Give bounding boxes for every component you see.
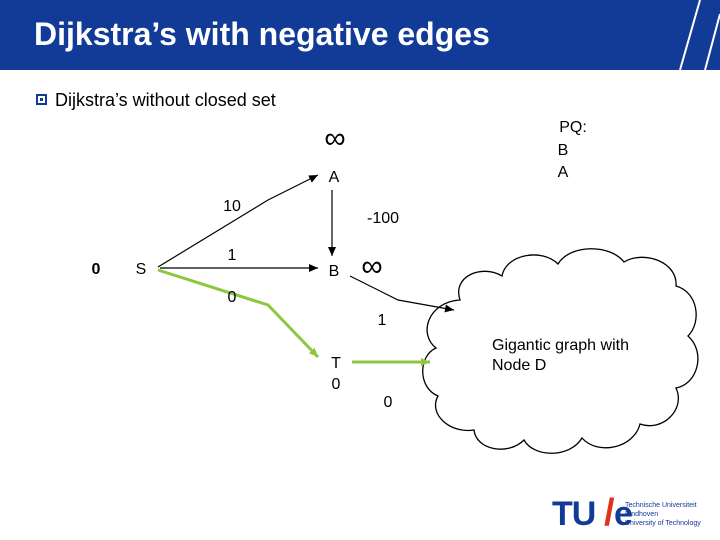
pq-item: A	[558, 164, 569, 181]
node-b-distance: ∞	[361, 250, 382, 283]
logo-slash: /	[604, 492, 615, 534]
bullet-text: Dijkstra’s without closed set	[55, 90, 276, 110]
node-s-label: S	[136, 261, 147, 278]
edge-s-b-weight: 1	[228, 247, 237, 264]
title-bar: Dijkstra’s with negative edges	[0, 0, 720, 70]
edge-s-a-weight: 10	[223, 198, 241, 215]
edge-b-d-weight: 1	[378, 312, 387, 329]
logo-tu: TU	[552, 495, 596, 533]
edge-s-t	[157, 268, 320, 359]
cloud-text-line1: Gigantic graph with	[492, 337, 629, 354]
pq-heading: PQ:	[559, 119, 587, 136]
bullet-item: Dijkstra’s without closed set	[36, 90, 276, 111]
slide-title: Dijkstra’s with negative edges	[34, 16, 490, 52]
node-t-distance: 0	[332, 376, 341, 393]
logo-text-line1: Technische Universiteit	[625, 502, 697, 509]
edge-a-b-weight: -100	[367, 210, 399, 227]
node-b-label: B	[329, 263, 340, 280]
node-s-distance: 0	[92, 261, 101, 278]
edge-s-a	[157, 174, 319, 268]
tue-logo: TU / e Technische Universiteit Eindhoven…	[552, 494, 717, 534]
cloud-text-line2: Node D	[492, 357, 546, 374]
node-a-label: A	[329, 169, 340, 186]
header-stripes-decoration	[679, 0, 720, 70]
edge-t-d-weight: 0	[384, 394, 393, 411]
edge-b-d	[349, 275, 455, 313]
logo-text-line3: University of Technology	[625, 520, 701, 527]
logo-text-line2: Eindhoven	[625, 511, 659, 518]
cloud-shape	[422, 248, 699, 454]
node-a-distance: ∞	[324, 122, 345, 155]
edge-s-t-weight: 0	[228, 289, 237, 306]
logo-text: Technische Universiteit Eindhoven Univer…	[625, 501, 701, 528]
bullet-icon	[36, 94, 47, 105]
pq-item: B	[558, 142, 569, 159]
node-t-label: T	[331, 355, 341, 372]
logo-e: e	[614, 495, 633, 533]
